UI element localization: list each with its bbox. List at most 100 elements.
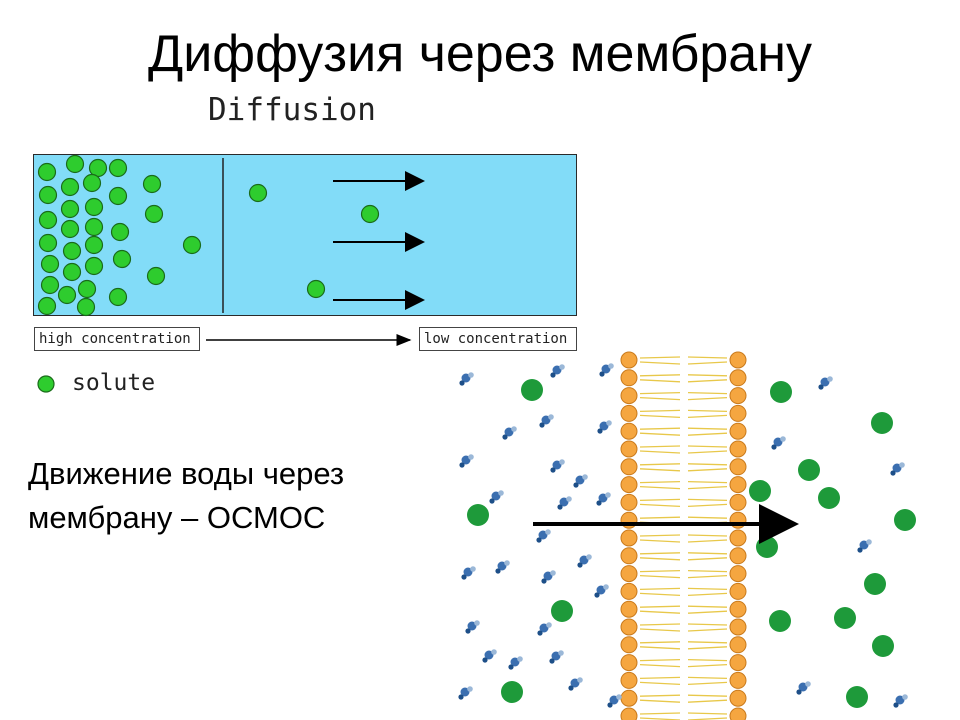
osmosis-solute-particle bbox=[834, 607, 856, 629]
water-molecule bbox=[458, 686, 473, 700]
osmosis-solute-particle bbox=[551, 600, 573, 622]
phospholipid bbox=[620, 369, 747, 387]
osmosis-solute-particle bbox=[467, 504, 489, 526]
phospholipid bbox=[620, 476, 747, 494]
solute-particle bbox=[142, 174, 162, 194]
water-molecule bbox=[541, 570, 556, 584]
phospholipid bbox=[620, 636, 747, 654]
solute-particle bbox=[108, 158, 128, 178]
solute-particle bbox=[306, 279, 326, 299]
osmosis-solute-particle bbox=[501, 681, 523, 703]
solute-particle bbox=[146, 266, 166, 286]
water-molecule bbox=[596, 492, 611, 506]
solute-particle bbox=[38, 185, 58, 205]
water-molecule bbox=[502, 426, 517, 440]
phospholipid bbox=[620, 565, 747, 583]
solute-particle bbox=[76, 297, 96, 317]
solute-particle bbox=[60, 199, 80, 219]
water-molecule bbox=[461, 566, 476, 580]
phospholipid bbox=[620, 689, 747, 707]
solute-particle bbox=[38, 210, 58, 230]
phospholipid bbox=[620, 440, 747, 458]
solute-particle bbox=[37, 162, 57, 182]
solute-particle bbox=[84, 197, 104, 217]
solute-particle bbox=[84, 217, 104, 237]
water-molecule bbox=[459, 454, 474, 468]
solute-particle bbox=[65, 154, 85, 174]
high-concentration-label: high concentration bbox=[34, 327, 200, 351]
water-molecule bbox=[537, 622, 552, 636]
water-molecule bbox=[482, 649, 497, 663]
osmosis-solutes bbox=[467, 379, 916, 708]
solute-legend-label: solute bbox=[72, 370, 156, 396]
solute-particle bbox=[40, 275, 60, 295]
solute-particle bbox=[62, 262, 82, 282]
osmosis-solute-particle bbox=[769, 610, 791, 632]
water-molecule bbox=[557, 496, 572, 510]
osmosis-solute-particle bbox=[818, 487, 840, 509]
solute-particle bbox=[84, 256, 104, 276]
osmosis-solute-particle bbox=[894, 509, 916, 531]
solute-legend-dot bbox=[37, 375, 55, 393]
solute-particle bbox=[84, 235, 104, 255]
water-molecule bbox=[857, 539, 872, 553]
phospholipid bbox=[620, 351, 747, 369]
osmosis-solute-particle bbox=[871, 412, 893, 434]
solute-particle bbox=[112, 249, 132, 269]
solute-particle bbox=[108, 186, 128, 206]
osmosis-solute-particle bbox=[872, 635, 894, 657]
water-molecule bbox=[495, 560, 510, 574]
solute-particle bbox=[144, 204, 164, 224]
solute-particle bbox=[108, 287, 128, 307]
phospholipid bbox=[620, 547, 747, 565]
water-molecule bbox=[539, 414, 554, 428]
solute-particle bbox=[77, 279, 97, 299]
phospholipid bbox=[620, 618, 747, 636]
solute-particle bbox=[40, 254, 60, 274]
solute-particle bbox=[182, 235, 202, 255]
phospholipid bbox=[620, 422, 747, 440]
water-molecule bbox=[568, 677, 583, 691]
water-molecule bbox=[550, 459, 565, 473]
water-molecule bbox=[597, 420, 612, 434]
water-molecule bbox=[508, 656, 523, 670]
water-molecule bbox=[577, 554, 592, 568]
diffusion-solutes bbox=[37, 154, 380, 317]
phospholipid bbox=[620, 529, 747, 547]
phospholipid bbox=[620, 387, 747, 405]
water-molecule bbox=[549, 650, 564, 664]
phospholipid bbox=[620, 671, 747, 689]
phospholipid bbox=[620, 654, 747, 672]
solute-particle bbox=[38, 233, 58, 253]
osmosis-solute-particle bbox=[798, 459, 820, 481]
water-molecule bbox=[550, 364, 565, 378]
phospholipid bbox=[620, 404, 747, 422]
solute-particle bbox=[360, 204, 380, 224]
solute-particle bbox=[62, 241, 82, 261]
water-molecules bbox=[458, 363, 908, 708]
lipid-bilayer-membrane bbox=[620, 351, 747, 720]
osmosis-solute-particle bbox=[521, 379, 543, 401]
water-molecule bbox=[890, 462, 905, 476]
water-molecule bbox=[599, 363, 614, 377]
osmosis-solute-particle bbox=[770, 381, 792, 403]
solute-particle bbox=[60, 177, 80, 197]
solute-particle bbox=[82, 173, 102, 193]
water-molecule bbox=[465, 620, 480, 634]
water-molecule bbox=[573, 474, 588, 488]
solute-particle bbox=[60, 219, 80, 239]
water-molecule bbox=[796, 681, 811, 695]
solute-particle bbox=[57, 285, 77, 305]
water-molecule bbox=[771, 436, 786, 450]
water-molecule bbox=[536, 529, 551, 543]
slide-title: Диффузия через мембрану bbox=[148, 25, 812, 83]
phospholipid bbox=[620, 493, 747, 511]
low-concentration-label: low concentration bbox=[419, 327, 577, 351]
water-molecule bbox=[893, 694, 908, 708]
water-molecule bbox=[459, 372, 474, 386]
phospholipid bbox=[620, 582, 747, 600]
osmosis-caption: Движение воды через мембрану – ОСМОС bbox=[28, 456, 345, 535]
diffusion-heading: Diffusion bbox=[208, 92, 376, 128]
solute-particle bbox=[37, 296, 57, 316]
